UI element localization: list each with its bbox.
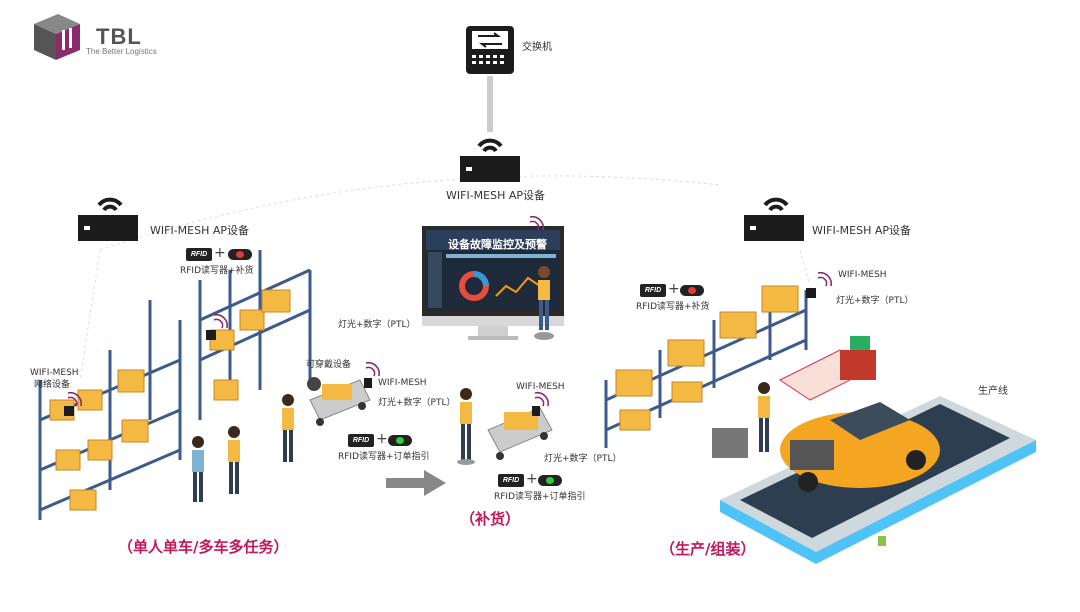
ptl-left-label: 灯光+数字（PTL） [338,320,416,330]
rfid-badge-cart: RFID [348,434,374,447]
green-light-cart-icon [388,435,412,446]
ptl-right-label: 灯光+数字（PTL） [836,296,914,306]
car-icon [780,402,940,492]
green-light-replenish-icon [538,475,562,486]
switch-uplink [487,76,493,132]
ap-left-label: WIFI-MESH AP设备 [150,224,250,237]
ap-right-label: WIFI-MESH AP设备 [812,224,912,237]
cart-left [309,379,371,426]
wearable-device-icon [307,377,321,391]
ptl-replenish-label: 灯光+数字（PTL） [544,454,622,464]
rfid-badge-left: RFID [186,248,212,261]
mesh-node-icons [64,288,816,416]
switch-label: 交换机 [522,42,552,53]
red-light-right-icon [680,285,704,296]
assembly-worker [758,382,770,452]
mesh-link-left [79,249,101,381]
right-boxes [615,285,799,431]
mesh-right-label: WIFI-MESH [838,270,887,280]
production-line-label: 生产线 [978,386,1008,397]
mesh-link-right [799,249,811,286]
workbench [779,336,876,401]
operator-figure [534,266,554,340]
engine-icon [712,428,748,458]
ptl-cart-label: 灯光+数字（PTL） [378,398,456,408]
monitor-title: 设备故障监控及预警 [448,238,547,251]
ap-center-icon [460,138,520,182]
plus-right: + [668,281,680,297]
picker-figures [192,394,294,502]
red-light-left-icon [228,249,252,260]
rfid-replenish-caption: RFID读写器+订单指引 [494,492,586,502]
plus-left: + [214,245,226,261]
cart-replenish [487,407,553,460]
left-boxes [49,289,291,511]
caption-middle: （补货） [460,510,521,528]
logo-name: TBL [96,24,142,49]
ap-center-label: WIFI-MESH AP设备 [446,189,546,202]
ap-left-icon [78,197,138,241]
caption-left: （单人单车/多车多任务） [118,538,289,556]
flow-arrow-icon [386,470,446,496]
logo-tagline: The Better Logistics [86,47,157,56]
tbl-logo-icon [34,14,80,60]
rfid-left-caption: RFID读写器+补货 [180,266,254,276]
caption-right: （生产/组装） [660,540,756,558]
rfid-cart-caption: RFID读写器+订单指引 [338,452,430,462]
ap-right-icon [744,197,804,241]
rfid-badge-right: RFID [640,284,666,297]
mesh-net-label-2: 网络设备 [34,380,71,390]
switch-icon [466,26,514,74]
mesh-arc [99,175,721,251]
rfid-right-caption: RFID读写器+补货 [636,302,710,312]
mesh-net-label-1: WIFI-MESH [30,368,79,378]
plus-cart: + [376,431,388,447]
mesh-cart-label: WIFI-MESH [378,378,427,388]
rfid-badge-replenish: RFID [498,474,524,487]
wifi-signal-icons [67,215,833,407]
plus-replenish: + [526,471,538,487]
replenish-worker [457,388,475,465]
mesh-replenish-label: WIFI-MESH [516,382,565,392]
wearable-label: 可穿戴设备 [306,360,352,370]
bottle-icon [878,536,886,546]
